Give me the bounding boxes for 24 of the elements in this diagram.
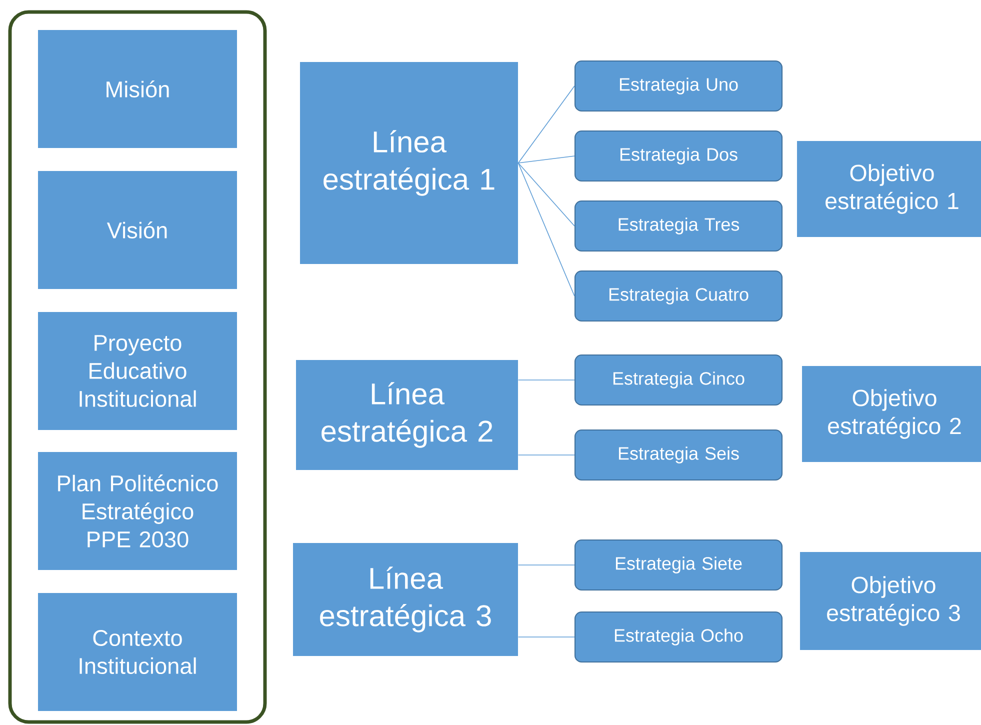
box-frame — [8, 10, 267, 724]
strategy-box: Estrategia Dos — [574, 130, 783, 182]
strategy-box: Estrategia Seis — [574, 429, 783, 481]
connector-line — [518, 636, 575, 638]
strategy-box: Estrategia Cuatro — [574, 270, 783, 322]
strategy-box: Estrategia Siete — [574, 539, 783, 591]
connector-line — [518, 156, 575, 164]
concept-box: Plan Politécnico Estratégico PPE 2030 — [38, 452, 237, 570]
concept-box: Proyecto Educativo Institucional — [38, 312, 237, 430]
connector-line — [518, 564, 575, 566]
objective-box: Objetivo estratégico 2 — [802, 366, 981, 462]
strategy-box: Estrategia Ocho — [574, 611, 783, 663]
strategy-box: Estrategia Tres — [574, 200, 783, 252]
concept-box: Visión — [38, 171, 237, 289]
objective-box: Objetivo estratégico 3 — [800, 552, 981, 650]
connector-line — [518, 162, 575, 296]
concept-box: Misión — [38, 30, 237, 148]
objective-box: Objetivo estratégico 1 — [797, 141, 981, 237]
strategy-box: Estrategia Uno — [574, 60, 783, 112]
strategy-box: Estrategia Cinco — [574, 354, 783, 406]
connector-line — [518, 454, 575, 456]
connector-line — [518, 162, 575, 226]
concept-box: Contexto Institucional — [38, 593, 237, 711]
connector-line — [518, 86, 575, 164]
